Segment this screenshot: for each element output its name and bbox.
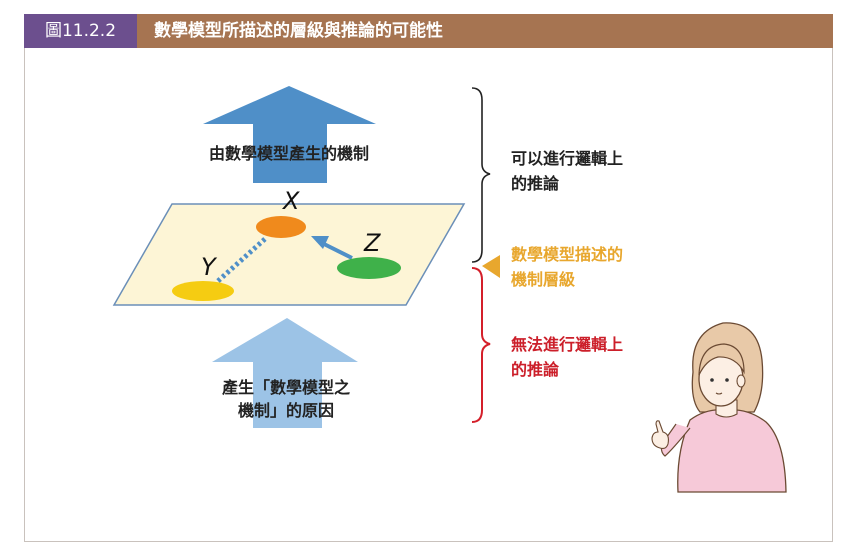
node-z — [337, 257, 401, 279]
upper-inference-label-line2: 的推論 — [511, 172, 559, 196]
upper-brace — [472, 88, 490, 262]
variable-y-label: Y — [201, 254, 216, 280]
node-y — [172, 281, 234, 301]
upper-inference-label-line1: 可以進行邏輯上 — [511, 147, 623, 171]
mechanism-level-label-line1: 數學模型描述的 — [511, 243, 623, 267]
top-arrow — [203, 86, 376, 183]
lower-inference-label-line2: 的推論 — [511, 358, 559, 382]
level-pointer-triangle — [482, 255, 500, 278]
bottom-arrow-label-line2: 機制」的原因 — [186, 399, 386, 423]
bottom-arrow-label-line1: 產生「數學模型之 — [186, 376, 386, 400]
variable-z-label: Z — [364, 230, 380, 256]
lower-brace — [472, 268, 490, 422]
top-arrow-label: 由數學模型產生的機制 — [184, 142, 394, 166]
mechanism-level-label-line2: 機制層級 — [511, 268, 575, 292]
person-illustration — [652, 323, 786, 492]
variable-x-label: X — [283, 188, 299, 214]
node-x — [256, 216, 306, 238]
lower-inference-label-line1: 無法進行邏輯上 — [511, 333, 623, 357]
